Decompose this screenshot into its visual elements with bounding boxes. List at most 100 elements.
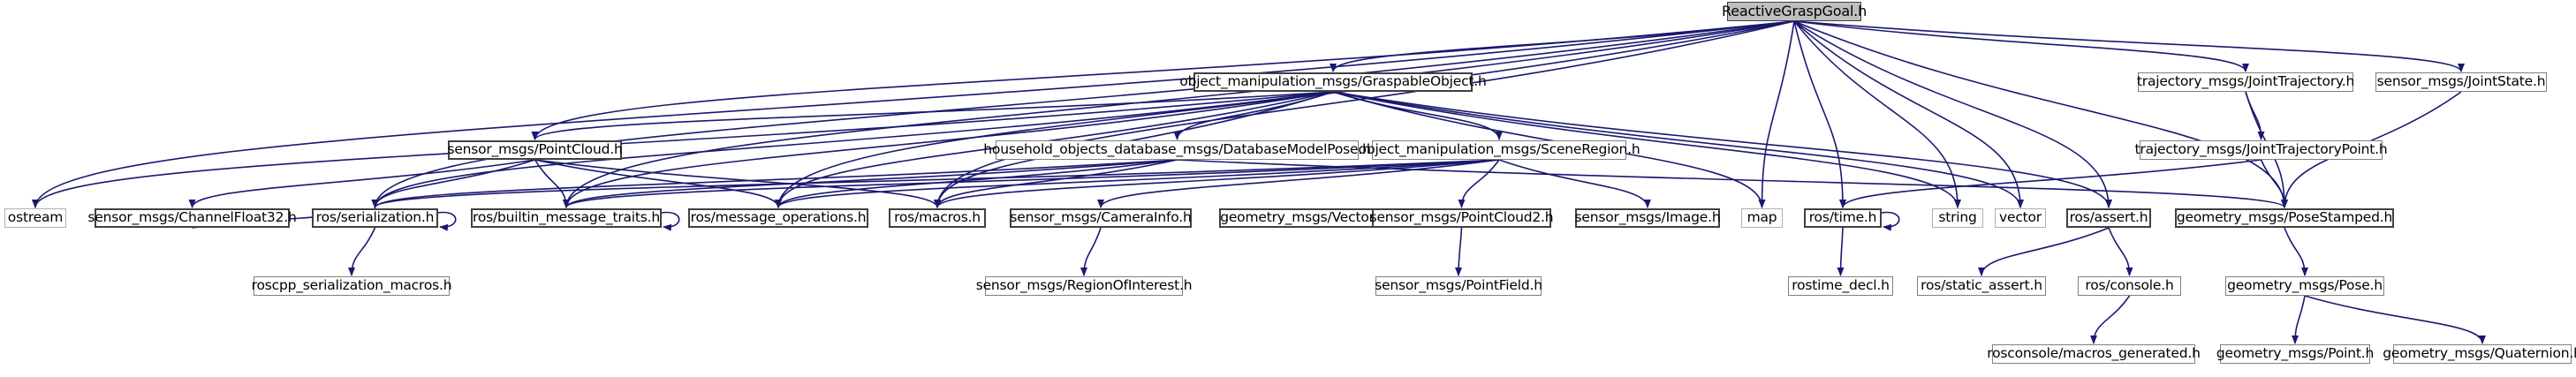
graph-node-label: ros/builtin_message_traits.h	[473, 209, 661, 226]
graph-node-image[interactable]: sensor_msgs/Image.h	[1575, 208, 1721, 228]
graph-node-label: household_objects_database_msgs/Database…	[983, 141, 1371, 158]
graph-node-label: ostream	[7, 209, 64, 226]
graph-edge-assert-to-console	[2108, 227, 2133, 276]
graph-node-sceneregion[interactable]: object_manipulation_msgs/SceneRegion.h	[1359, 140, 1640, 160]
graph-node-ostream[interactable]: ostream	[4, 208, 66, 228]
graph-edge-graspable-to-builtintraits	[563, 91, 1334, 208]
graph-node-console[interactable]: ros/console.h	[2078, 276, 2181, 296]
graph-edge-root-to-posestamped	[1793, 20, 2288, 208]
graph-edge-graspable-to-serialization	[371, 91, 1334, 208]
graph-edge-rostime-to-rostimedecl	[1837, 227, 1845, 276]
graph-edge-serialization-to-serialmacros	[348, 227, 376, 276]
graph-node-label: ros/time.h	[1808, 209, 1877, 226]
graph-node-label: trajectory_msgs/JointTrajectory.h	[2136, 73, 2355, 90]
graph-node-label: ReactiveGraspGoal.h	[1722, 3, 1868, 19]
graph-node-jointtrajpoint[interactable]: trajectory_msgs/JointTrajectoryPoint.h	[2135, 140, 2388, 160]
graph-edge-console-to-macrosgen	[2090, 295, 2131, 344]
graph-node-label: trajectory_msgs/JointTrajectoryPoint.h	[2134, 141, 2388, 158]
graph-edge-root-to-macros	[934, 20, 1795, 208]
graph-edge-root-to-jointtraj	[1793, 20, 2249, 72]
graph-node-camerainfo[interactable]: sensor_msgs/CameraInfo.h	[1010, 208, 1192, 228]
graph-edge-root-to-vector	[1793, 20, 2024, 208]
graph-node-label: map	[1746, 209, 1777, 226]
graph-node-macros[interactable]: ros/macros.h	[889, 208, 986, 228]
graph-edge-root-to-serialization	[371, 20, 1795, 208]
graph-node-pose[interactable]: geometry_msgs/Pose.h	[2225, 276, 2384, 296]
graph-edge-sceneregion-to-pointcloud2	[1458, 159, 1500, 208]
graph-edge-graspable-to-assert	[1332, 91, 2112, 208]
graph-edge-graspable-to-ostream	[32, 91, 1334, 208]
graph-node-label: ros/macros.h	[894, 209, 981, 226]
graph-node-macrosgen[interactable]: rosconsole/macros_generated.h	[1987, 344, 2201, 364]
graph-node-root[interactable]: ReactiveGraspGoal.h	[1722, 2, 1867, 21]
graph-edge-dbmodelpose-to-serialization	[371, 159, 1178, 208]
graph-node-label: ros/static_assert.h	[1921, 277, 2042, 294]
graph-node-string[interactable]: string	[1932, 208, 1983, 228]
graph-node-label: geometry_msgs/Vector3.h	[1220, 209, 1396, 226]
graph-node-staticassert[interactable]: ros/static_assert.h	[1917, 276, 2046, 296]
graph-edge-sceneregion-to-msgoperations	[775, 159, 1500, 208]
graph-edge-graspable-to-pointcloud	[531, 91, 1334, 140]
graph-node-quaternion[interactable]: geometry_msgs/Quaternion.h	[2383, 344, 2576, 364]
graph-node-label: ros/serialization.h	[315, 209, 435, 226]
graph-edge-serialization-to-serialization	[437, 211, 457, 231]
graph-node-jointtraj[interactable]: trajectory_msgs/JointTrajectory.h	[2136, 72, 2355, 92]
graph-node-map[interactable]: map	[1741, 208, 1783, 228]
graph-edge-dbmodelpose-to-msgoperations	[775, 159, 1178, 208]
graph-edge-sceneregion-to-builtintraits	[563, 159, 1500, 208]
graph-node-label: geometry_msgs/Pose.h	[2227, 277, 2383, 294]
graph-edge-builtintraits-to-builtintraits	[661, 211, 680, 231]
graph-edge-root-to-msgoperations	[775, 20, 1795, 208]
graph-node-label: geometry_msgs/PoseStamped.h	[2176, 209, 2393, 226]
graph-node-label: sensor_msgs/PointField.h	[1375, 277, 1542, 294]
graph-node-label: object_manipulation_msgs/SceneRegion.h	[1358, 141, 1640, 158]
graph-node-jointstate[interactable]: sensor_msgs/JointState.h	[2375, 72, 2547, 92]
graph-node-dbmodelpose[interactable]: household_objects_database_msgs/Database…	[983, 140, 1371, 160]
graph-node-graspable[interactable]: object_manipulation_msgs/GraspableObject…	[1179, 72, 1487, 92]
graph-node-pointcloud[interactable]: sensor_msgs/PointCloud.h	[447, 140, 623, 160]
graph-node-vector3[interactable]: geometry_msgs/Vector3.h	[1219, 208, 1397, 228]
graph-edge-root-to-jointstate	[1793, 20, 2465, 72]
graph-node-label: ros/assert.h	[2069, 209, 2148, 226]
graph-node-point[interactable]: geometry_msgs/Point.h	[2216, 344, 2374, 364]
graph-node-label: ros/message_operations.h	[690, 209, 867, 226]
graph-edge-jointtrajpoint-to-posestamped	[2260, 159, 2288, 208]
graph-node-label: geometry_msgs/Quaternion.h	[2383, 345, 2576, 362]
graph-edge-root-to-builtintraits	[563, 20, 1795, 208]
graph-edge-graspable-to-map	[1332, 91, 1766, 208]
graph-edge-root-to-map	[1758, 20, 1795, 208]
graph-node-rostime[interactable]: ros/time.h	[1804, 208, 1882, 228]
graph-edge-root-to-assert	[1793, 20, 2112, 208]
graph-edge-pointcloud-to-macros	[534, 159, 941, 208]
graph-node-label: roscpp_serialization_macros.h	[251, 277, 452, 294]
graph-node-builtintraits[interactable]: ros/builtin_message_traits.h	[471, 208, 662, 228]
graph-edge-pointcloud2-to-pointfield	[1455, 227, 1463, 276]
graph-node-label: sensor_msgs/JointState.h	[2376, 73, 2546, 90]
graph-node-label: rostime_decl.h	[1792, 277, 1890, 294]
graph-node-channelfloat32[interactable]: sensor_msgs/ChannelFloat32.h	[87, 208, 297, 228]
graph-node-msgoperations[interactable]: ros/message_operations.h	[688, 208, 868, 228]
graph-node-pointcloud2[interactable]: sensor_msgs/PointCloud2.h	[1370, 208, 1554, 228]
graph-edge-sceneregion-to-image	[1498, 159, 1651, 208]
graph-node-label: rosconsole/macros_generated.h	[1987, 345, 2201, 362]
graph-node-label: ros/console.h	[2085, 277, 2174, 294]
graph-node-serialization[interactable]: ros/serialization.h	[312, 208, 438, 228]
graph-node-assert[interactable]: ros/assert.h	[2066, 208, 2151, 228]
graph-node-rostimedecl[interactable]: rostime_decl.h	[1788, 276, 1893, 296]
graph-node-label: geometry_msgs/Point.h	[2216, 345, 2375, 362]
graph-edge-sceneregion-to-camerainfo	[1097, 159, 1500, 208]
graph-edge-pointcloud-to-builtintraits	[534, 159, 570, 208]
graph-node-pointfield[interactable]: sensor_msgs/PointField.h	[1375, 276, 1542, 296]
graph-node-regionofinterest[interactable]: sensor_msgs/RegionOfInterest.h	[976, 276, 1193, 296]
graph-edge-pose-to-point	[2292, 295, 2306, 344]
graph-node-serialmacros[interactable]: roscpp_serialization_macros.h	[251, 276, 452, 296]
graph-edge-root-to-string	[1793, 20, 1961, 208]
graph-edge-pose-to-quaternion	[2304, 295, 2486, 344]
graph-node-vector[interactable]: vector	[1995, 208, 2046, 228]
graph-edge-sceneregion-to-macros	[934, 159, 1500, 208]
graph-node-label: sensor_msgs/ChannelFloat32.h	[87, 209, 297, 226]
graph-edge-assert-to-staticassert	[1978, 227, 2110, 276]
graph-edge-dbmodelpose-to-posestamped	[1177, 159, 2288, 208]
graph-node-posestamped[interactable]: geometry_msgs/PoseStamped.h	[2175, 208, 2394, 228]
